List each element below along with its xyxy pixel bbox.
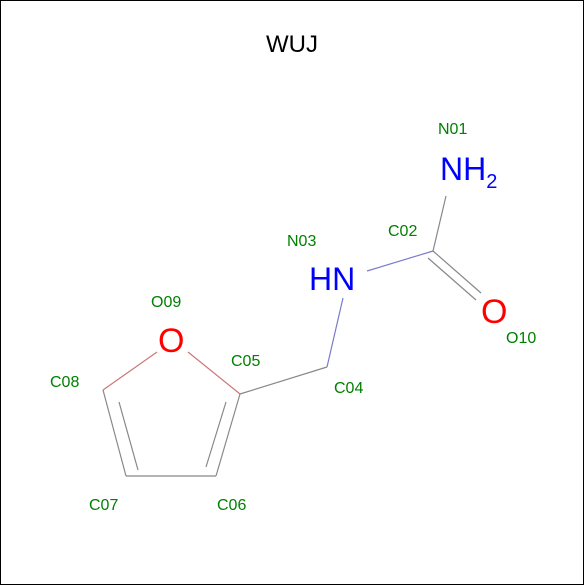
atom-n01-symbol: NH2 [440,151,497,193]
bond-o09-c08 [102,351,158,391]
atom-label-o10: O10 [506,330,536,347]
atom-label-o09: O09 [151,294,181,311]
atom-label-c06: C06 [217,497,246,514]
element-symbols: NH2 HN O O [158,151,507,360]
bond-c08-c07-b [118,401,139,471]
atom-label-c07: C07 [89,497,118,514]
atom-label-n03: N03 [287,233,316,250]
bond-c06-c05-b [205,401,227,468]
atom-label-c08: C08 [50,374,79,391]
bond-c04-c05 [239,366,328,395]
atom-label-c05: C05 [231,353,260,370]
atom-label-c02: C02 [388,223,417,240]
bonds [102,195,482,477]
molecule-title: WUJ [266,31,318,58]
atom-label-c04: C04 [334,380,363,397]
atom-n03-symbol: HN [309,261,355,297]
bond-n03-c04 [326,297,344,368]
bond-c02-o10-a [432,250,482,294]
bond-c06-c05-a [215,393,241,477]
atom-label-n01: N01 [438,121,467,138]
atom-labels: N01 C02 N03 C04 C05 C06 C07 C08 O09 O10 [50,121,536,514]
bond-c02-n03 [366,250,434,272]
atom-o09-symbol: O [158,322,184,360]
bond-c05-o09 [187,351,241,395]
bond-c08-c07-a [102,389,127,477]
bond-c02-n01 [432,195,447,252]
bond-c02-o10-b [427,257,477,301]
atom-o10-symbol: O [481,293,507,331]
